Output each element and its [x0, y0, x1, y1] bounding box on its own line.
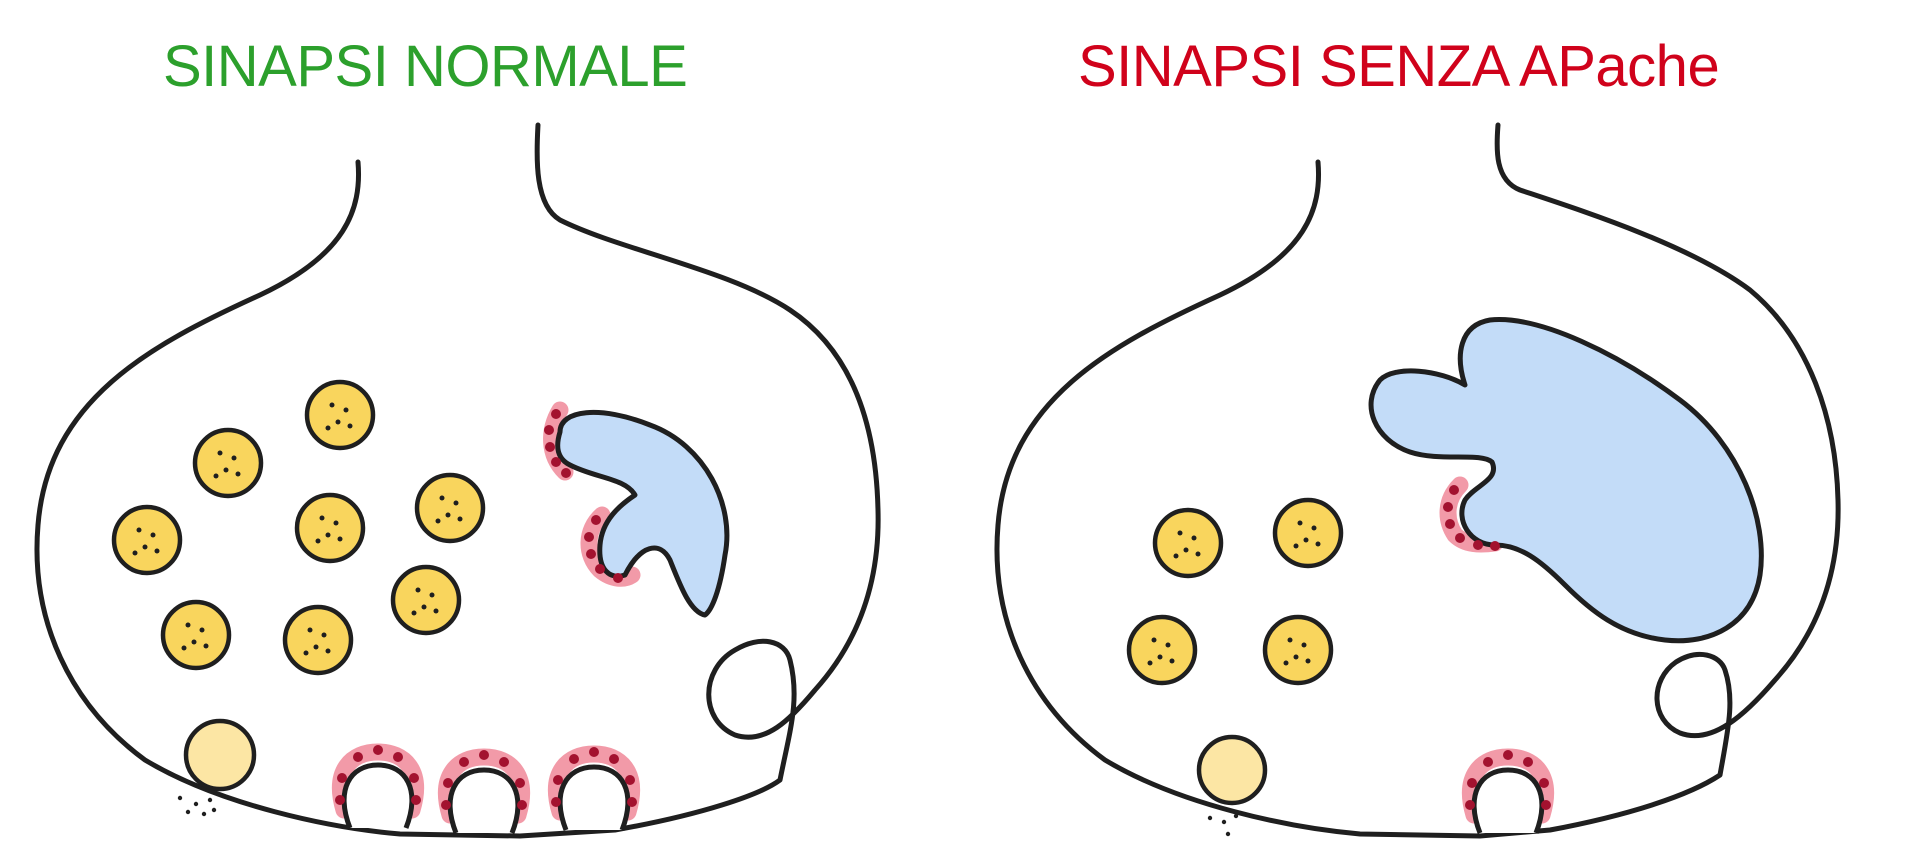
synaptic-vesicle	[1272, 497, 1344, 569]
synaptic-vesicle	[390, 564, 462, 636]
synaptic-vesicle	[1152, 507, 1224, 579]
coated-pits-right	[1461, 748, 1555, 834]
synaptic-vesicle	[1262, 614, 1334, 686]
panel-normal	[34, 122, 881, 839]
clathrin-coated-pit	[1461, 748, 1555, 834]
panel-without-apache	[994, 122, 1841, 839]
synaptic-vesicle	[304, 379, 376, 451]
fusing-vesicle-right	[1196, 734, 1268, 837]
synaptic-vesicle	[160, 599, 232, 671]
synaptic-vesicle	[282, 604, 354, 676]
synaptic-vesicle	[414, 472, 486, 544]
enlarged-endosome-right	[1368, 317, 1764, 644]
coated-pits-left	[331, 743, 641, 834]
synaptic-vesicle	[192, 427, 264, 499]
synaptic-vesicle	[111, 504, 183, 576]
clathrin-coated-pit	[437, 748, 531, 834]
vesicle-pool-left	[111, 379, 486, 676]
synaptic-vesicle	[294, 492, 366, 564]
fusing-vesicle-left	[177, 718, 257, 817]
title-synapse-without-apache: SINAPSI SENZA APache	[1078, 34, 1720, 99]
terminal-membrane-right	[994, 122, 1841, 839]
synaptic-vesicle	[1126, 614, 1198, 686]
clathrin-coated-pit	[331, 743, 425, 829]
title-normal-synapse: SINAPSI NORMALE	[163, 34, 688, 99]
bulk-endosome-left	[543, 401, 730, 618]
terminal-membrane-left	[34, 122, 881, 839]
clathrin-coated-pit	[547, 745, 641, 831]
vesicle-pool-right	[1126, 497, 1344, 686]
